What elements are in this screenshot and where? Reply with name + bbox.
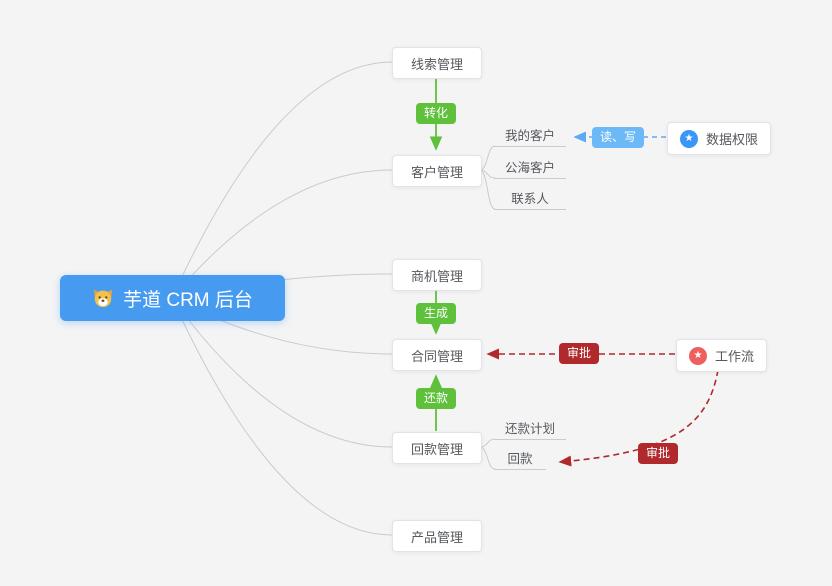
node-contact-person[interactable]: 联系人 <box>494 190 566 210</box>
node-repayment-plan[interactable]: 还款计划 <box>494 420 566 440</box>
data-permission-label: 数据权限 <box>706 132 759 147</box>
node-leads[interactable]: 线索管理 <box>392 47 482 79</box>
node-my-customer[interactable]: 我的客户 <box>494 127 566 147</box>
edge-center-customer <box>171 169 393 299</box>
node-workflow[interactable]: 工作流 <box>676 339 768 372</box>
center-node-label: 芋道 CRM 后台 <box>123 289 253 311</box>
center-node-crm[interactable]: 芋道 CRM 后台 <box>60 275 285 321</box>
shiba-dog-logo-icon <box>92 287 114 309</box>
badge-read-write: 读、写 <box>592 127 645 148</box>
edge-receivable-receipt <box>479 446 496 470</box>
badge-approve-receivable: 审批 <box>638 443 679 464</box>
node-receipt[interactable]: 回款 <box>494 450 546 470</box>
star-icon <box>689 346 707 365</box>
node-business[interactable]: 商机管理 <box>392 259 482 291</box>
node-customer[interactable]: 客户管理 <box>392 155 482 187</box>
badge-generate: 生成 <box>415 303 457 324</box>
edge-center-receivable <box>171 297 393 448</box>
edge-customer-my <box>479 145 496 171</box>
badge-convert: 转化 <box>415 103 457 124</box>
workflow-label: 工作流 <box>715 349 755 364</box>
node-data-permission[interactable]: 数据权限 <box>667 122 772 155</box>
edge-center-product <box>171 297 393 536</box>
edge-customer-contact <box>479 169 496 210</box>
star-icon <box>680 129 698 148</box>
node-product[interactable]: 产品管理 <box>392 520 482 552</box>
badge-repay: 还款 <box>415 388 457 409</box>
node-public-customer[interactable]: 公海客户 <box>494 159 566 179</box>
node-receivable[interactable]: 回款管理 <box>392 432 482 464</box>
badge-approve-contract: 审批 <box>559 343 600 364</box>
node-contract[interactable]: 合同管理 <box>392 339 482 371</box>
arrow-workflow-to-receipt <box>558 369 719 467</box>
edge-center-leads <box>171 61 393 299</box>
edge-receivable-plan <box>479 438 496 448</box>
